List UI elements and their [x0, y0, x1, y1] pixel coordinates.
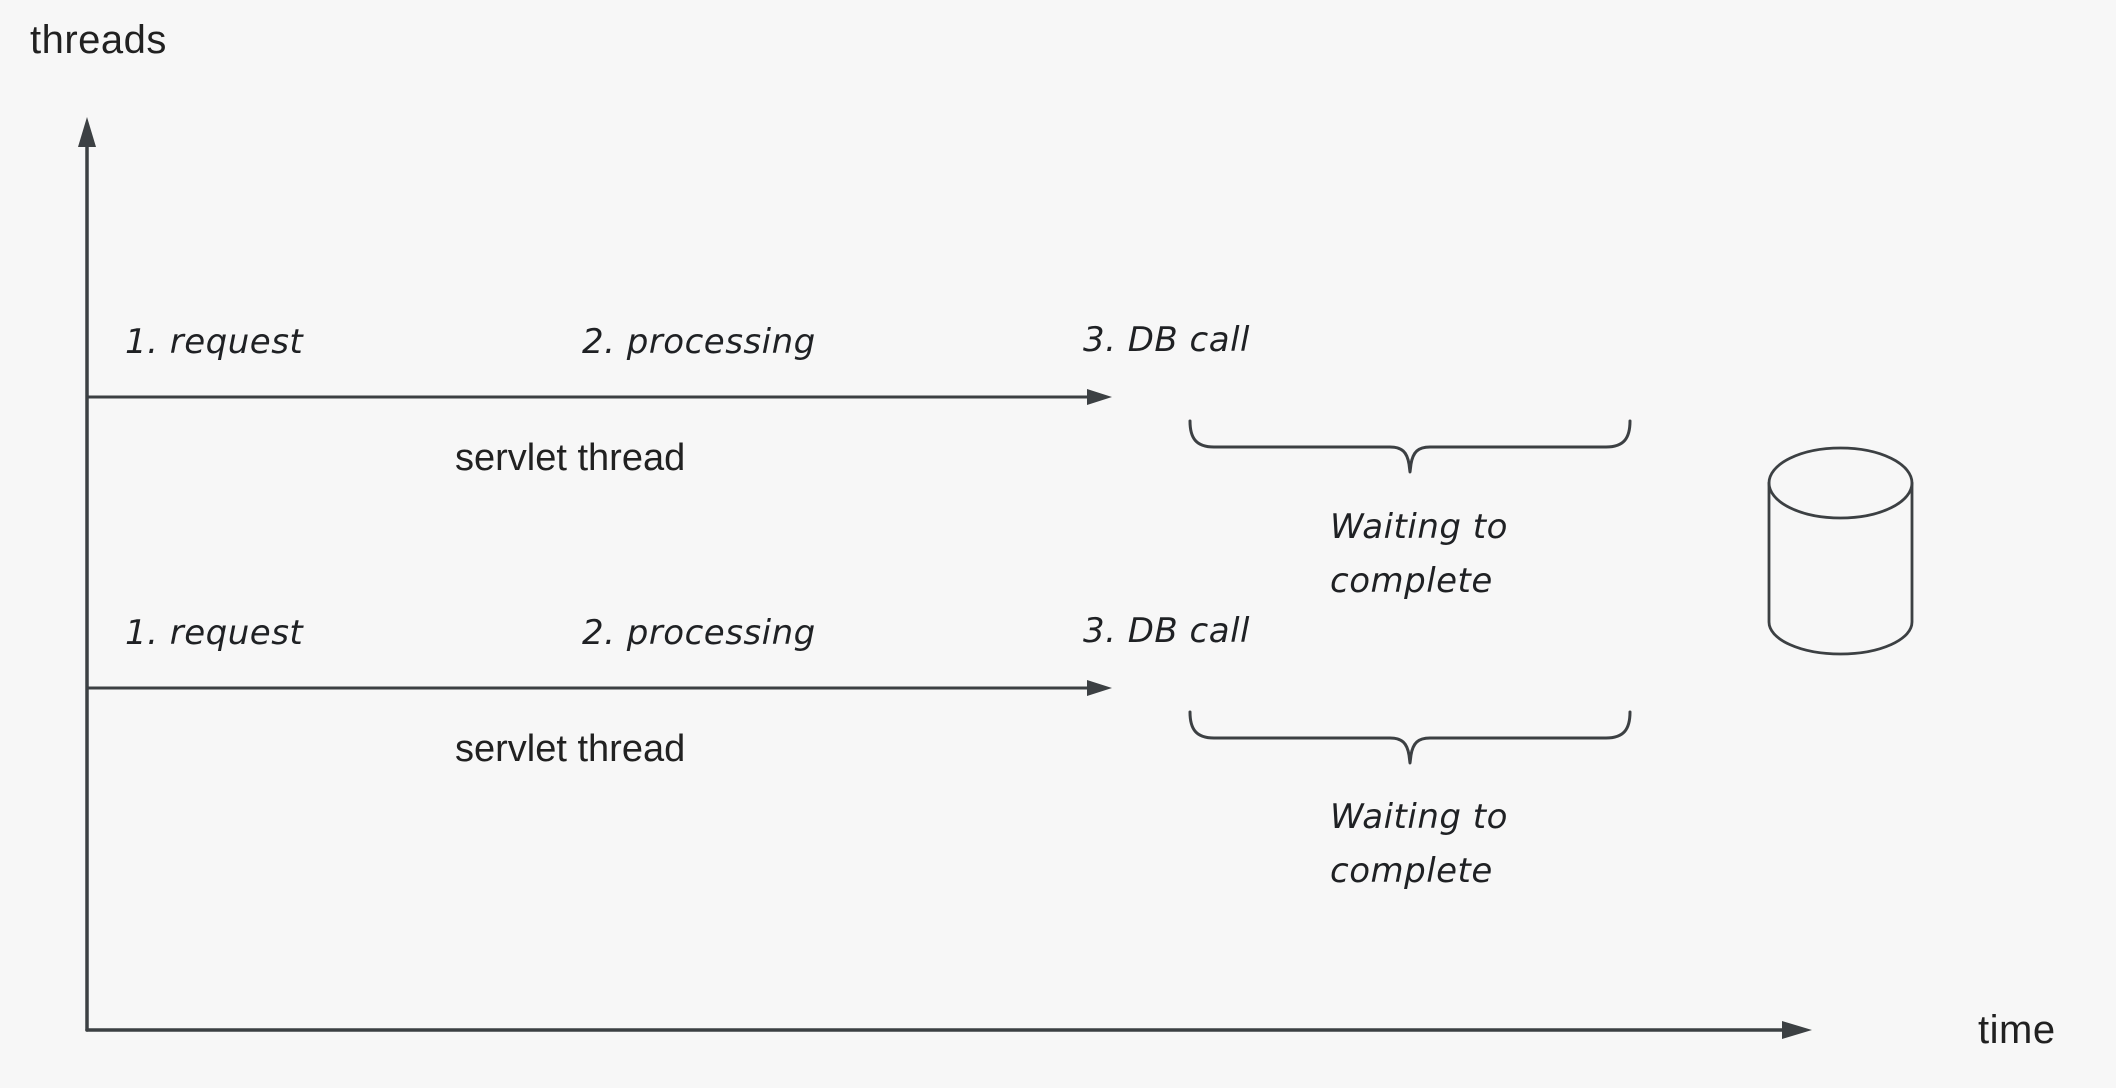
- y-axis-title: threads: [30, 18, 167, 62]
- thread1-step3-db-call-label: 3. DB call: [1083, 320, 1250, 360]
- thread1-step1-request-label: 1. request: [125, 322, 304, 362]
- y-axis: [78, 117, 96, 1032]
- thread2-waiting-label: Waiting to complete: [1330, 790, 1508, 898]
- thread2-servlet-thread-label: servlet thread: [455, 728, 686, 770]
- thread1-waiting-line1: Waiting to: [1330, 507, 1508, 547]
- thread2-waiting-line1: Waiting to: [1330, 797, 1508, 837]
- thread1-servlet-thread-label: servlet thread: [455, 437, 686, 479]
- waiting-brace-thread1: [1188, 419, 1632, 474]
- thread2-waiting-line2: complete: [1330, 851, 1493, 891]
- thread1-waiting-label: Waiting to complete: [1330, 500, 1508, 608]
- thread2-step1-request-label: 1. request: [125, 613, 304, 653]
- thread1-arrow: [85, 389, 1112, 405]
- thread1-waiting-line2: complete: [1330, 561, 1493, 601]
- waiting-brace-thread2: [1188, 710, 1632, 765]
- x-axis-title: time: [1978, 1008, 2056, 1052]
- thread1-step2-processing-label: 2. processing: [582, 322, 816, 362]
- thread2-step2-processing-label: 2. processing: [582, 613, 816, 653]
- thread2-step3-db-call-label: 3. DB call: [1083, 611, 1250, 651]
- database-cylinder-icon: [1767, 446, 1914, 656]
- thread2-arrow: [85, 680, 1112, 696]
- x-axis: [85, 1021, 1812, 1039]
